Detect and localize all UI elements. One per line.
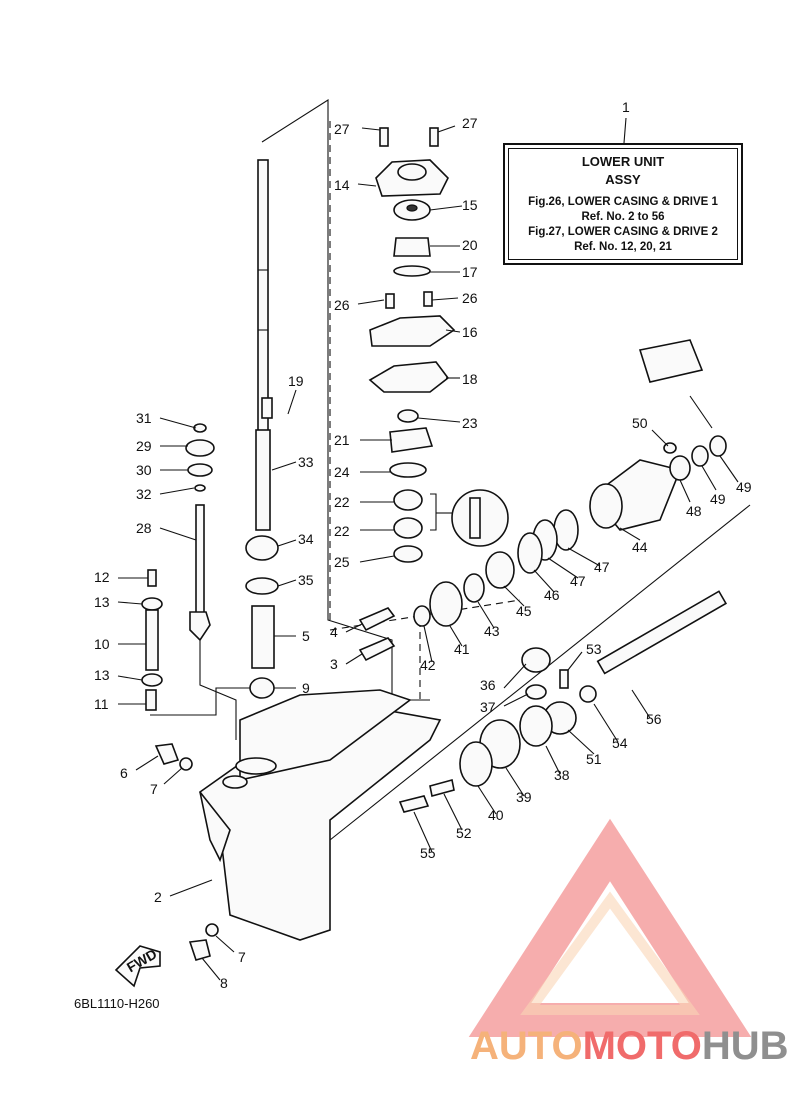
assy-title-line1: LOWER UNIT [581,154,665,169]
callout-label: 5 [302,628,310,644]
callout-label: 19 [288,373,304,389]
callout-label: 40 [488,807,504,823]
watermark-part-auto: AUTO [470,1024,583,1068]
callout-label: 10 [94,636,110,652]
fwd-arrow [114,945,161,988]
watermark-logo-triangle [468,818,752,1037]
callout-label: 27 [334,121,350,137]
callout-label: 15 [462,197,478,213]
callout-label: 7 [150,781,158,797]
callout-label: 14 [334,177,350,193]
callout-label: 48 [686,503,702,519]
callout-label: 30 [136,462,152,478]
callout-label: 24 [334,464,350,480]
callout-label: 46 [544,587,560,603]
callout-label: 28 [136,520,152,536]
callout-label: 35 [298,572,314,588]
fig-ref-1-range: Ref. No. 2 to 56 [581,211,665,223]
callout-label: 47 [570,573,586,589]
shift-linkage-parts [141,423,215,711]
callout-label: 11 [94,696,109,712]
callout-label: 4 [330,624,338,640]
shift-rod [189,504,211,642]
water-pump-parts [368,127,509,563]
callout-label: 2 [154,889,162,905]
callout-label: 16 [462,324,478,340]
callout-label: 52 [456,825,472,841]
callout-label: 13 [94,667,110,683]
callout-label: 42 [420,657,436,673]
callout-label: 45 [516,603,532,619]
callout-label: 6 [120,765,128,781]
callout-label: 56 [646,711,662,727]
callout-label: 27 [462,115,478,131]
callout-label: 37 [480,699,496,715]
callout-label: 13 [94,594,110,610]
callout-label: 43 [484,623,500,639]
callout-label: 49 [736,479,752,495]
callout-label: 12 [94,569,110,585]
callout-label: 31 [136,410,152,426]
callout-label: 53 [586,641,602,657]
callout-label: 54 [612,735,628,751]
callout-label: 51 [586,751,602,767]
callout-label: 22 [334,494,350,510]
callout-label: 1 [622,99,630,115]
callout-label: 25 [334,554,350,570]
callout-label: 36 [480,677,496,693]
propeller-shaft-group [398,339,728,813]
callout-label: 41 [454,641,470,657]
drive-shaft [255,159,273,531]
watermark-part-hub: HUB [701,1024,789,1068]
lower-casing [198,689,442,941]
callout-label: 39 [516,789,532,805]
callout-label: 22 [334,523,350,539]
callout-label: 26 [334,297,350,313]
bolts-washers [154,743,219,961]
callout-label: 33 [298,454,314,470]
watermark-text: AUTOMOTOHUB [470,1024,789,1069]
fig-ref-1: Fig.26, LOWER CASING & DRIVE 1 [528,196,718,208]
callout-label: 8 [220,975,228,991]
fig-ref-2-range: Ref. No. 12, 20, 21 [574,241,672,253]
fig-ref-2: Fig.27, LOWER CASING & DRIVE 2 [528,226,718,238]
callout-label: 20 [462,237,478,253]
callout-label: 47 [594,559,610,575]
drawing-code: 6BL1110-H260 [74,996,160,1011]
callout-label: 21 [334,432,350,448]
callout-label: 50 [632,415,648,431]
callout-label: 9 [302,680,310,696]
watermark-part-moto: MOTO [582,1024,702,1068]
callout-label: 7 [238,949,246,965]
lower-unit-assy-box: LOWER UNIT ASSY Fig.26, LOWER CASING & D… [503,143,743,265]
callout-label: 55 [420,845,436,861]
callout-label: 32 [136,486,152,502]
callout-label: 26 [462,290,478,306]
callout-label: 23 [462,415,478,431]
assy-title-line2: ASSY [605,172,641,187]
callout-label: 3 [330,656,338,672]
callout-label: 38 [554,767,570,783]
callout-label: 49 [710,491,726,507]
callout-label: 18 [462,371,478,387]
callout-label: 34 [298,531,314,547]
callout-label: 44 [632,539,648,555]
callout-label: 17 [462,264,478,280]
leader-lines [117,117,739,981]
callout-label: 29 [136,438,152,454]
